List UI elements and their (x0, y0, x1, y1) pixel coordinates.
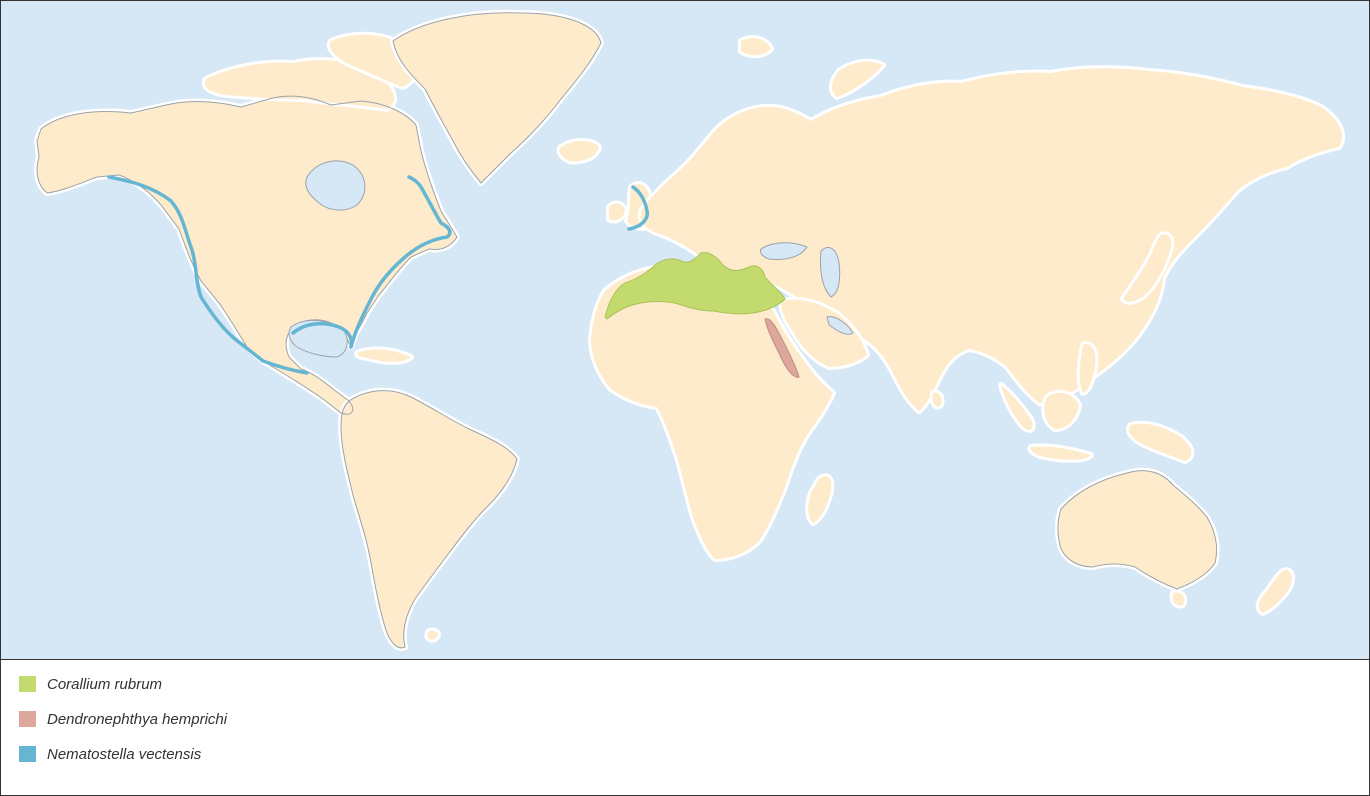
legend-swatch (19, 746, 36, 762)
land-java (1027, 443, 1094, 463)
land-arctic-islands (201, 57, 397, 112)
land-ireland (606, 200, 628, 224)
range-dendronephthya-hemprichi (764, 318, 800, 378)
hudson-bay (305, 160, 366, 211)
world-map-svg (1, 1, 1369, 659)
land-sri-lanka (929, 389, 945, 410)
coast-australia (1057, 470, 1218, 590)
range-nematostella-pacific-coast (107, 175, 309, 375)
land-japan (1120, 231, 1175, 305)
legend-swatch (19, 711, 36, 727)
coast-south-america (340, 390, 518, 649)
world-map (1, 1, 1369, 660)
legend-item-nematostella-vectensis: Nematostella vectensis (19, 745, 227, 763)
land-madagascar (805, 473, 835, 526)
land-philippines (1076, 341, 1099, 396)
caspian-sea (820, 247, 841, 298)
land-iceland (556, 138, 602, 165)
legend-label: Dendronephthya hemprichi (47, 710, 228, 728)
land-borneo (1041, 389, 1082, 432)
range-nematostella-europe (627, 185, 650, 231)
legend-item-corallium-rubrum: Corallium rubrum (19, 675, 227, 693)
legend-swatch (19, 676, 36, 692)
land-falklands (424, 627, 441, 643)
coast-greenland (392, 12, 602, 184)
range-nematostella-atlantic-coast (349, 175, 452, 349)
land-new-guinea (1126, 420, 1195, 464)
range-corallium-rubrum (604, 252, 786, 320)
land-arabia (778, 296, 870, 370)
legend-label: Nematostella vectensis (47, 745, 202, 763)
legend: Corallium rubrum Dendronephthya hemprich… (19, 675, 227, 780)
land-tasmania (1169, 589, 1188, 609)
range-nematostella-gulf-coast (291, 321, 354, 349)
legend-label: Corallium rubrum (47, 675, 163, 693)
land-cuba (354, 346, 414, 365)
black-sea (760, 242, 808, 260)
land-sumatra (998, 382, 1036, 433)
persian-gulf (826, 316, 854, 335)
land-svalbard (738, 35, 774, 59)
range-nematostella-vectensis (107, 175, 650, 375)
species-ranges (107, 175, 800, 378)
legend-item-dendronephthya-hemprichi: Dendronephthya hemprichi (19, 710, 227, 728)
land-new-zealand (1255, 567, 1295, 616)
land-novaya-zemlya (829, 58, 886, 100)
